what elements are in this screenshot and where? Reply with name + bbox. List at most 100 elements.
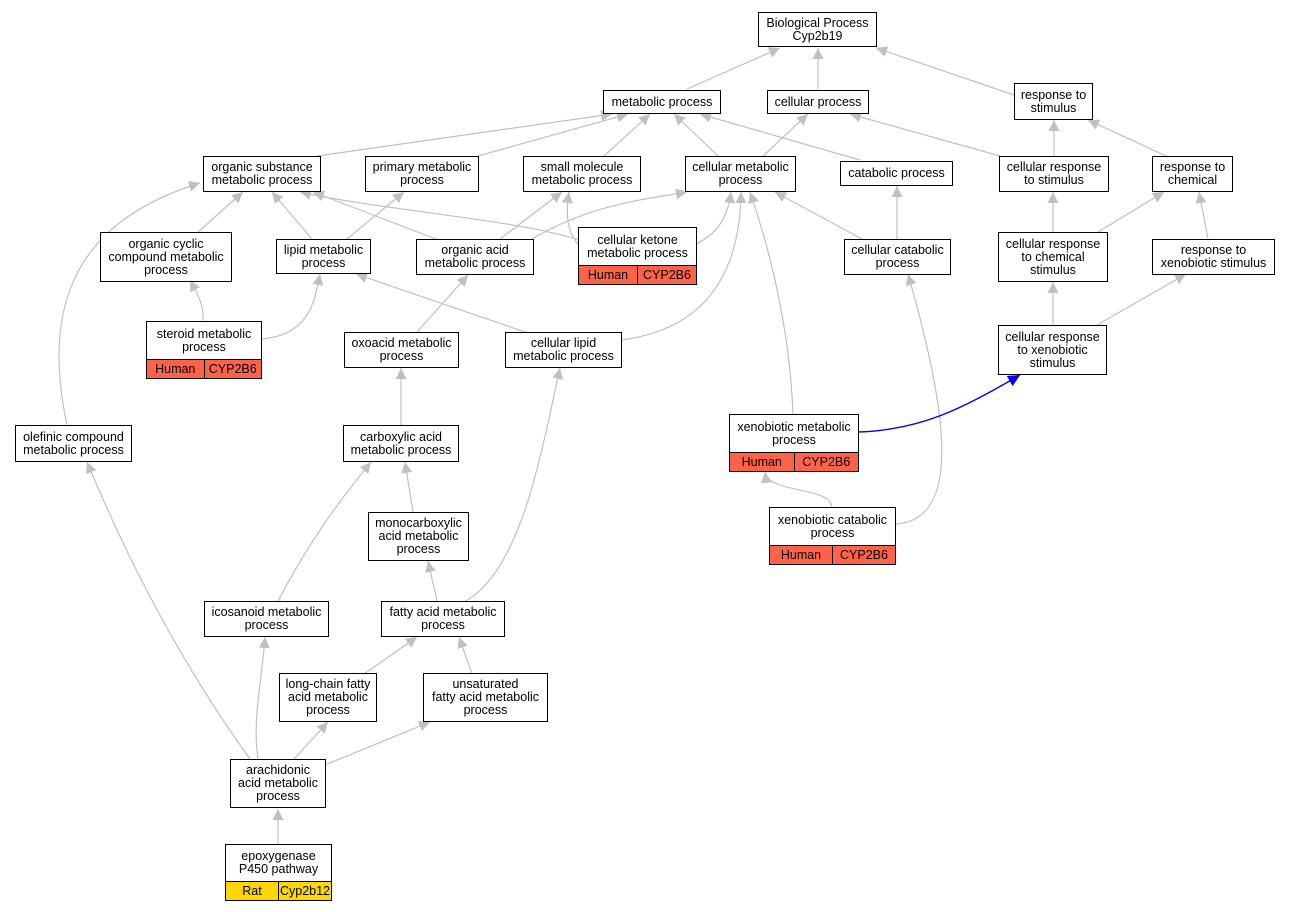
edge-arachidonic-to-olefinic — [86, 461, 251, 760]
node-response-to-chemical-label: response to chemical — [1159, 160, 1226, 187]
edge-steroid-to-lipid — [261, 273, 324, 340]
node-monocarboxylic-acid-metabolic-process-label: monocarboxylic acid metabolic process — [375, 516, 462, 556]
node-oxoacid-metabolic-process-label: oxoacid metabolic process — [351, 336, 452, 363]
edge-response-xenobiotic-to-response-chemical — [1195, 191, 1209, 240]
node-response-to-stimulus[interactable]: response to stimulus — [1014, 83, 1093, 120]
node-long-chain-fatty-acid-metabolic-process[interactable]: long-chain fatty acid metabolic process — [279, 673, 377, 722]
node-response-to-chemical[interactable]: response to chemical — [1152, 156, 1233, 192]
node-organic-cyclic-compound-metabolic-process-label: organic cyclic compound metabolic proces… — [108, 236, 224, 277]
node-xenobiotic-metabolic-process-label: xenobiotic metabolic process — [737, 419, 851, 447]
node-icosanoid-metabolic-process-label: icosanoid metabolic process — [211, 605, 322, 632]
node-olefinic-compound-metabolic-process[interactable]: olefinic compound metabolic process — [15, 425, 132, 462]
node-cellular-metabolic-process[interactable]: cellular metabolic process — [685, 156, 796, 192]
node-response-to-xenobiotic-stimulus-label: response to xenobiotic stimulus — [1160, 243, 1267, 270]
node-unsaturated-fatty-acid-metabolic-process-label: unsaturated fatty acid metabolic process — [432, 677, 539, 717]
node-cellular-response-to-xenobiotic-stimulus-label: cellular response to xenobiotic stimulus — [1005, 329, 1100, 370]
node-arachidonic-acid-metabolic-process[interactable]: arachidonic acid metabolic process — [230, 759, 326, 808]
gene-badge: CYP2B6 — [203, 360, 261, 378]
node-catabolic-process-label: catabolic process — [848, 166, 945, 180]
edge-small-molecule-to-metabolic — [603, 113, 651, 157]
node-carboxylic-acid-metabolic-process[interactable]: carboxylic acid metabolic process — [343, 425, 459, 462]
node-small-molecule-metabolic-process-label: small molecule metabolic process — [531, 160, 633, 187]
edge-lipid-to-primary — [346, 191, 405, 240]
edge-cellular-ketone-to-organic-substance — [299, 189, 580, 241]
edge-cellular-lipid-to-cellular-metabolic — [620, 191, 747, 341]
species-badge: Human — [579, 266, 637, 284]
node-response-to-stimulus-label: response to stimulus — [1020, 87, 1087, 115]
gene-badge: CYP2B6 — [637, 266, 696, 284]
edge-steroid-to-organic-cyclic — [189, 279, 204, 322]
edge-organic-acid-to-small-molecule — [499, 191, 563, 240]
edge-catabolic-to-metabolic — [699, 111, 861, 161]
node-arachidonic-acid-metabolic-process-label: arachidonic acid metabolic process — [238, 763, 318, 803]
node-cellular-response-to-stimulus[interactable]: cellular response to stimulus — [999, 156, 1109, 192]
node-olefinic-compound-metabolic-process-label: olefinic compound metabolic process — [23, 429, 124, 457]
node-fatty-acid-metabolic-process[interactable]: fatty acid metabolic process — [381, 601, 505, 637]
node-response-to-xenobiotic-stimulus[interactable]: response to xenobiotic stimulus — [1152, 239, 1275, 275]
species-badge: Human — [770, 546, 832, 564]
node-monocarboxylic-acid-metabolic-process[interactable]: monocarboxylic acid metabolic process — [368, 512, 469, 561]
edge-icosanoid-to-carboxylic — [277, 461, 372, 602]
node-cellular-response-to-xenobiotic-stimulus[interactable]: cellular response to xenobiotic stimulus — [998, 325, 1107, 375]
gene-badge: Cyp2b12 — [278, 882, 331, 900]
edge-cellular-response-xenobiotic-to-response-xenobiotic — [1096, 273, 1187, 326]
node-unsaturated-fatty-acid-metabolic-process[interactable]: unsaturated fatty acid metabolic process — [423, 673, 548, 722]
node-cellular-catabolic-process[interactable]: cellular catabolic process — [844, 239, 951, 275]
edge-fatty-to-cellular-lipid — [465, 367, 564, 602]
node-cellular-catabolic-process-label: cellular catabolic process — [851, 243, 944, 270]
node-cellular-response-to-chemical-stimulus-label: cellular response to chemical stimulus — [1005, 236, 1101, 277]
node-metabolic-process[interactable]: metabolic process — [603, 90, 721, 114]
edge-cellular-lipid-to-lipid — [355, 272, 526, 333]
edge-arachidonic-to-icosanoid — [255, 636, 270, 760]
species-badge: Human — [730, 453, 794, 471]
node-organic-acid-metabolic-process[interactable]: organic acid metabolic process — [416, 239, 534, 275]
edge-metabolic-to-root — [686, 47, 781, 90]
node-xenobiotic-catabolic-process-label: xenobiotic catabolic process — [777, 512, 888, 540]
edge-cellular-metabolic-to-cellular — [762, 113, 809, 157]
edge-primary-to-metabolic — [477, 111, 629, 157]
node-catabolic-process[interactable]: catabolic process — [840, 161, 953, 186]
node-cellular-response-to-chemical-stimulus[interactable]: cellular response to chemical stimulus — [998, 232, 1108, 282]
node-cellular-ketone-metabolic-process-label: cellular ketone metabolic process — [587, 232, 688, 260]
node-biological-process[interactable]: Biological Process Cyp2b19 — [758, 12, 877, 47]
node-organic-substance-metabolic-process[interactable]: organic substance metabolic process — [203, 156, 321, 192]
edge-cellular-response-stimulus-to-cellular — [849, 111, 1001, 157]
edge-longchain-to-fatty — [363, 636, 418, 675]
node-cellular-response-to-stimulus-label: cellular response to stimulus — [1006, 160, 1102, 187]
gene-badge: CYP2B6 — [832, 546, 895, 564]
node-lipid-metabolic-process[interactable]: lipid metabolic process — [276, 239, 371, 274]
node-cellular-process[interactable]: cellular process — [767, 90, 869, 114]
edge-monocarboxylic-to-carboxylic — [401, 461, 414, 513]
node-oxoacid-metabolic-process[interactable]: oxoacid metabolic process — [344, 332, 459, 368]
node-cellular-lipid-metabolic-process[interactable]: cellular lipid metabolic process — [505, 332, 622, 368]
node-icosanoid-metabolic-process[interactable]: icosanoid metabolic process — [204, 601, 329, 637]
edge-cellular-response-chemical-to-response-chemical — [1097, 191, 1165, 233]
edge-cellular-catabolic-to-cellular-metabolic — [774, 191, 863, 240]
edge-olefinic-to-organic-substance — [58, 180, 201, 426]
edge-fatty-to-monocarboxylic — [425, 560, 438, 602]
edge-organic-acid-to-organic-substance — [312, 190, 437, 240]
edge-xenobiotic-catabolic-to-xenobiotic-metabolic — [761, 471, 833, 509]
node-primary-metabolic-process[interactable]: primary metabolic process — [365, 156, 479, 192]
node-organic-acid-metabolic-process-label: organic acid metabolic process — [424, 243, 526, 270]
node-epoxygenase-p450-pathway-label: epoxygenase P450 pathway — [238, 849, 319, 876]
edge-organic-cyclic-to-organic-substance — [197, 191, 244, 233]
edge-response-chemical-to-response-stimulus — [1087, 119, 1167, 157]
node-small-molecule-metabolic-process[interactable]: small molecule metabolic process — [523, 156, 641, 192]
edge-organic-substance-to-metabolic — [316, 110, 613, 157]
node-organic-cyclic-compound-metabolic-process[interactable]: organic cyclic compound metabolic proces… — [100, 232, 232, 282]
node-organic-substance-metabolic-process-label: organic substance metabolic process — [211, 160, 313, 187]
edge-cellular-metabolic-to-metabolic — [673, 113, 719, 157]
node-biological-process-label: Biological Process Cyp2b19 — [766, 15, 869, 43]
edge-lipid-to-organic-substance — [271, 191, 313, 240]
edge-arachidonic-to-unsaturated — [324, 721, 431, 766]
